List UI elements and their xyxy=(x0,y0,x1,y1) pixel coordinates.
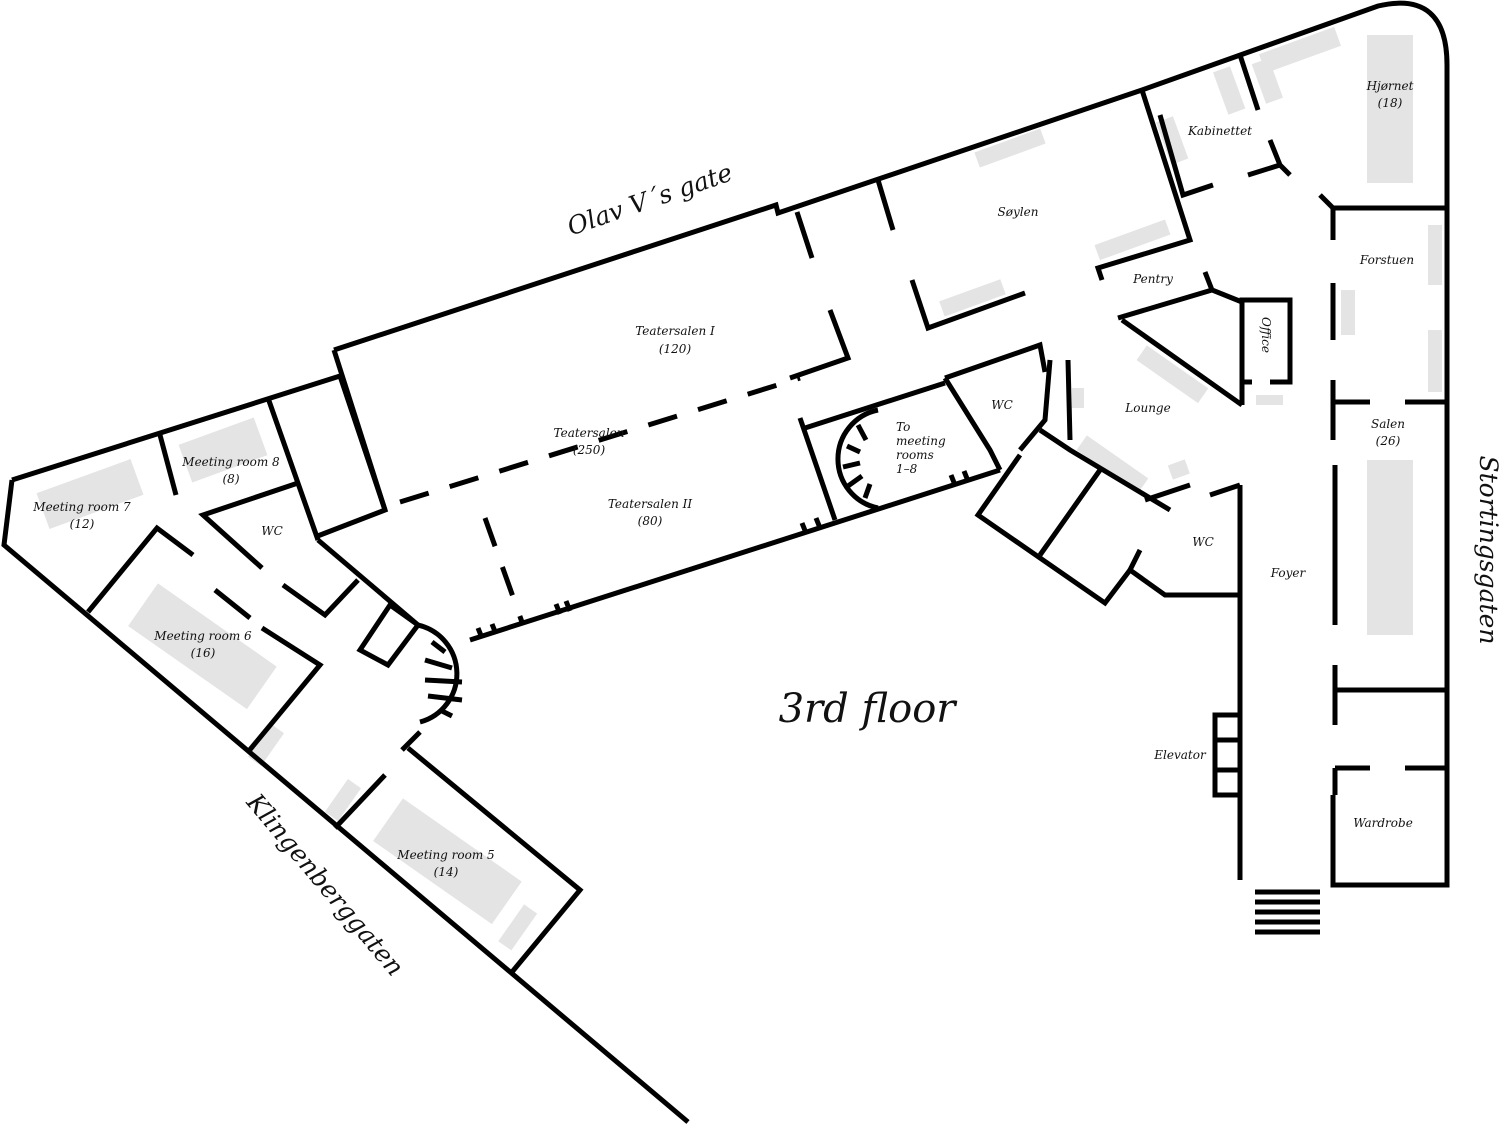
label-teatersalen-2: Teatersalen II xyxy=(608,497,693,511)
label-teatersalen-1: Teatersalen I xyxy=(635,324,715,338)
street-stortingsgaten: Stortingsgaten xyxy=(1474,455,1500,644)
label-wc-center: WC xyxy=(991,398,1013,412)
label-foyer: Foyer xyxy=(1270,566,1307,580)
label-hjornet: Hjørnet xyxy=(1366,79,1414,93)
label-teatersalen: Teatersalen xyxy=(554,426,625,440)
capacity-teatersalen: (250) xyxy=(573,443,606,457)
label-wc-left: WC xyxy=(261,524,283,538)
label-lounge: Lounge xyxy=(1124,401,1170,415)
capacity-meeting-room-7: (12) xyxy=(70,517,95,531)
label-meeting-room-7: Meeting room 7 xyxy=(32,500,131,514)
capacity-meeting-room-5: (14) xyxy=(434,865,459,879)
capacity-meeting-room-6: (16) xyxy=(191,646,216,660)
capacity-meeting-room-8: (8) xyxy=(223,472,240,486)
room-labels: Hjørnet (18) Kabinettet Søylen Pentry Of… xyxy=(32,79,1414,879)
label-salen: Salen xyxy=(1371,417,1405,431)
walls xyxy=(1,0,1450,1124)
floor-title: 3rd floor xyxy=(779,686,959,732)
label-wc-right: WC xyxy=(1192,535,1214,549)
label-meeting-room-8: Meeting room 8 xyxy=(181,455,280,469)
stairs-note-line: meeting xyxy=(896,434,946,448)
stairs-note-line: 1–8 xyxy=(896,462,918,476)
label-elevator: Elevator xyxy=(1153,748,1207,762)
furniture xyxy=(36,26,1442,951)
stairs-note-line: To xyxy=(896,420,910,434)
label-office: Office xyxy=(1259,317,1273,353)
stairs-note: To meeting rooms 1–8 xyxy=(896,420,946,476)
label-kabinettet: Kabinettet xyxy=(1187,124,1252,138)
label-forstuen: Forstuen xyxy=(1359,253,1414,267)
label-pentry: Pentry xyxy=(1132,272,1173,286)
capacity-teatersalen-1: (120) xyxy=(659,342,692,356)
capacity-teatersalen-2: (80) xyxy=(638,514,663,528)
label-meeting-room-5: Meeting room 5 xyxy=(396,848,494,862)
label-wardrobe: Wardrobe xyxy=(1353,816,1413,830)
label-soylen: Søylen xyxy=(998,205,1039,219)
capacity-salen: (26) xyxy=(1376,434,1401,448)
stairs-note-line: rooms xyxy=(896,448,934,462)
capacity-hjornet: (18) xyxy=(1378,96,1403,110)
label-meeting-room-6: Meeting room 6 xyxy=(153,629,252,643)
